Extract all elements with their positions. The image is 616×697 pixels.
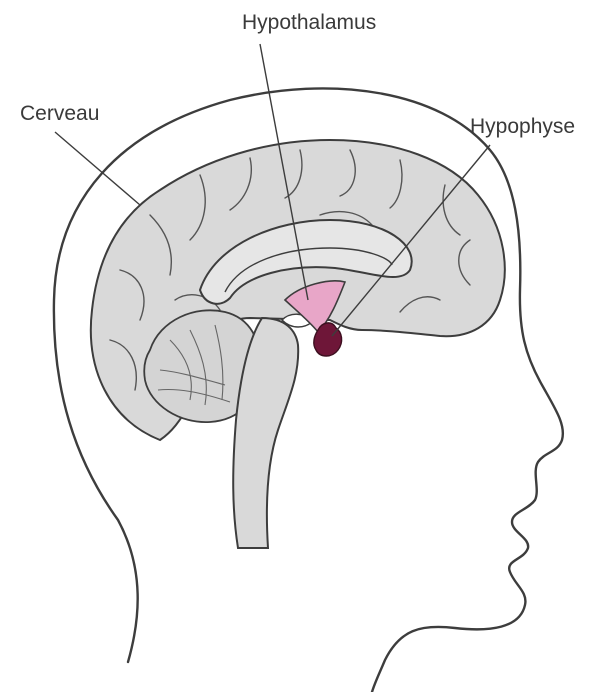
cerveau-leader: [55, 132, 140, 205]
label-cerveau: Cerveau: [20, 103, 99, 124]
label-hypophyse: Hypophyse: [470, 116, 575, 137]
label-hypothalamus: Hypothalamus: [242, 12, 376, 33]
